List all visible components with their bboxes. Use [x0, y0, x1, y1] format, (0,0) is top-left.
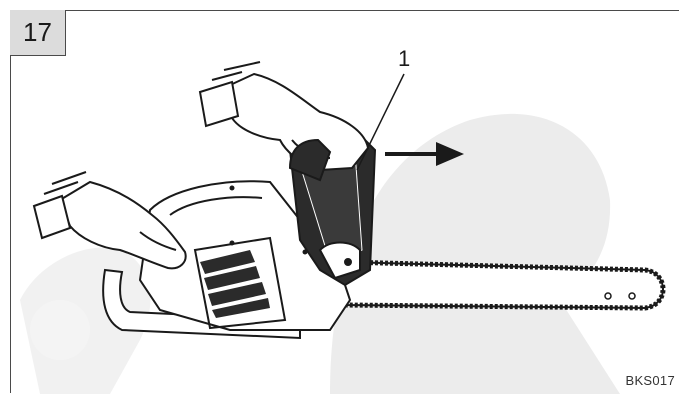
direction-arrow-icon: [385, 142, 464, 166]
gloved-right-hand-icon: [198, 61, 370, 182]
guide-bar: [344, 259, 666, 311]
image-code: BKS017: [625, 373, 675, 388]
figure-frame: [10, 10, 679, 393]
callout-leader-line: [356, 73, 405, 171]
figure-number: 17: [23, 17, 52, 47]
figure-number-badge: 17: [10, 10, 66, 56]
housing-rivets: [229, 185, 308, 255]
cooling-fins: [200, 250, 270, 318]
callout-label: 1: [398, 46, 411, 71]
gloved-left-hand-icon: [32, 171, 187, 270]
